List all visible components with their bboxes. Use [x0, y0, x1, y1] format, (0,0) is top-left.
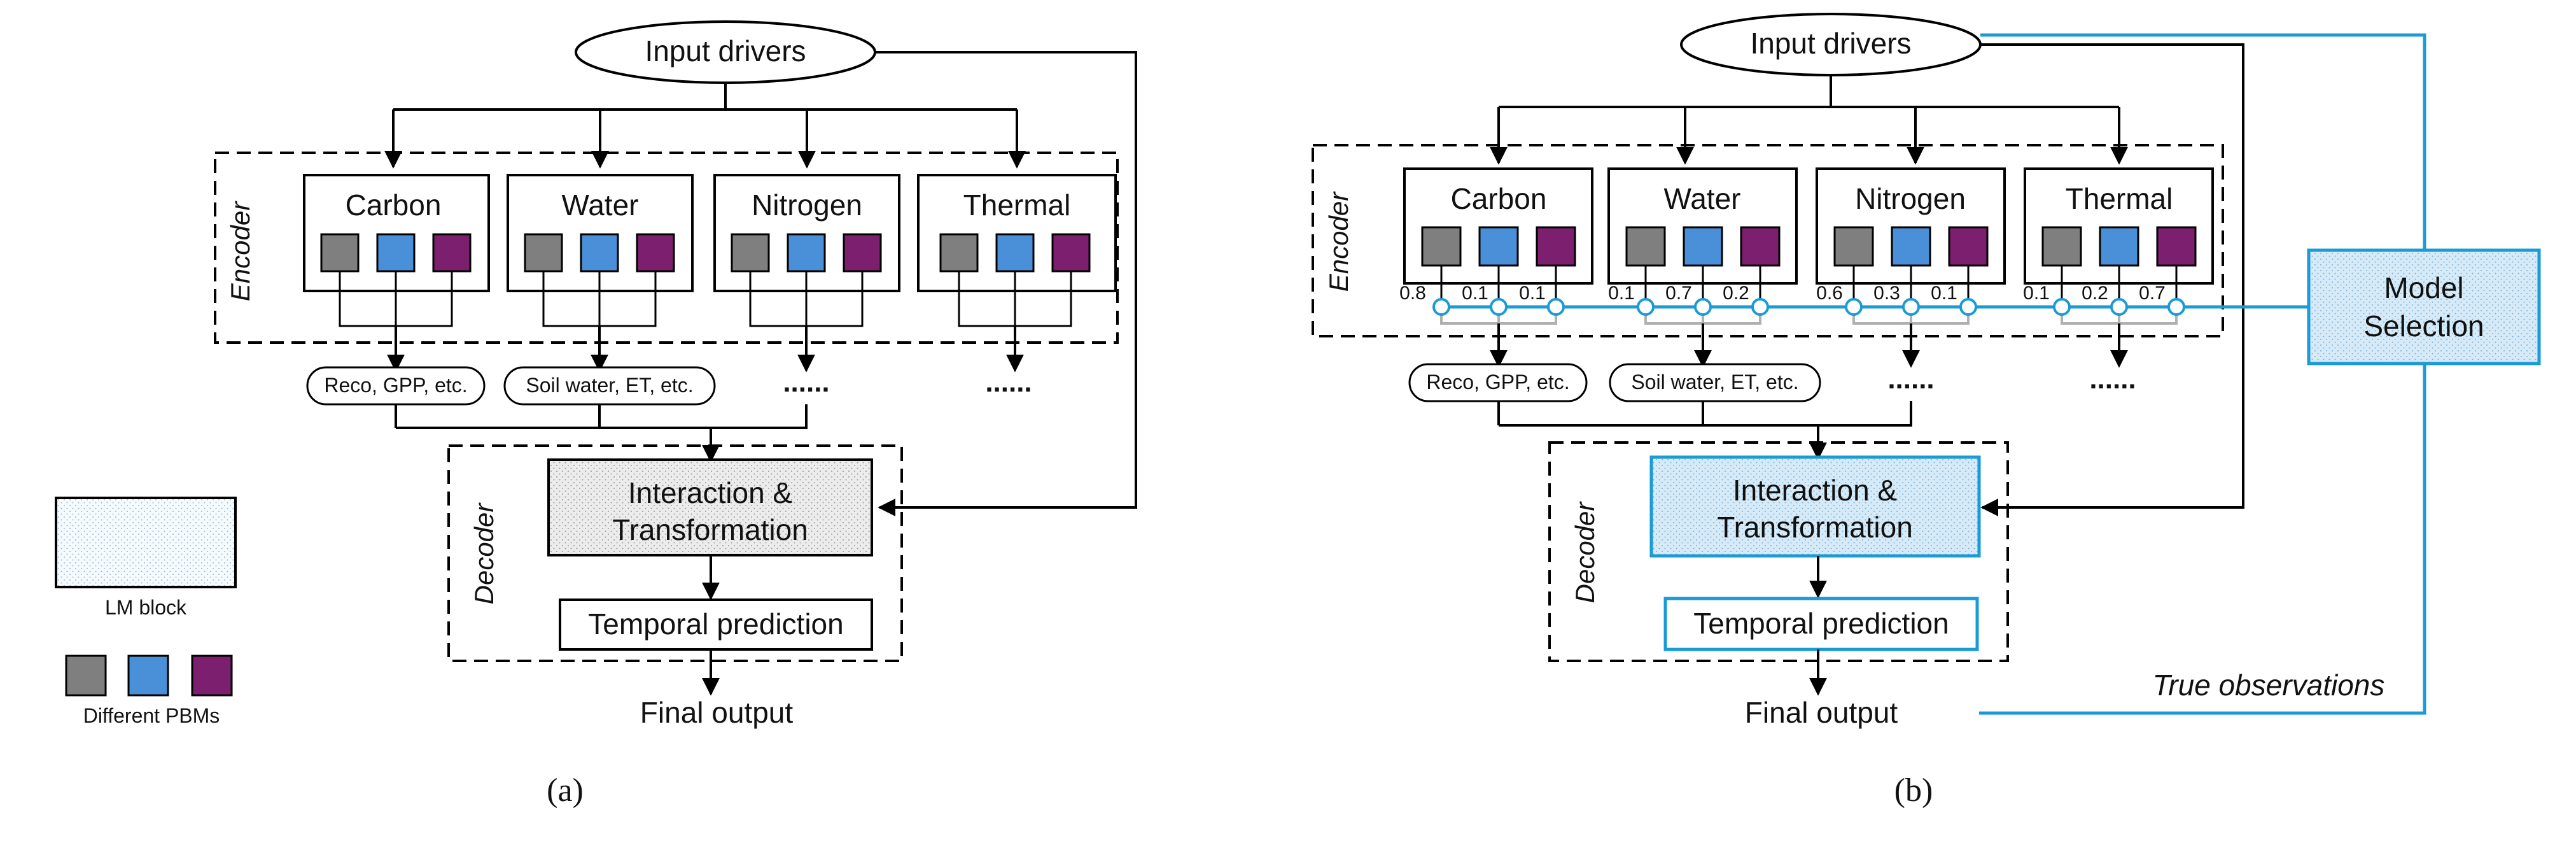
final-output-label-b: Final output: [1745, 696, 1898, 729]
output-thermal-ellipsis-b: ......: [2089, 364, 2136, 395]
weight: 0.2: [2082, 283, 2108, 304]
interaction-line2-b: Transformation: [1717, 511, 1913, 544]
panel-a: Input drivers Encoder Carbon Water Nitro…: [214, 20, 1137, 809]
weight: 0.3: [1873, 283, 1900, 304]
input-drivers-label-b: Input drivers: [1750, 27, 1911, 60]
module-water-label: Water: [562, 188, 639, 222]
weight: 0.7: [2139, 283, 2166, 304]
pbm-squares-nitrogen: [731, 233, 882, 273]
legend-pbm-gray: [65, 655, 107, 697]
encoder-label-b: Encoder: [1324, 191, 1354, 292]
weight: 0.1: [1519, 283, 1546, 304]
encoder-region-b: [1312, 144, 2224, 337]
pbm-squares-carbon: [320, 233, 472, 273]
panel-b: Input drivers Encoder Carbon Water Nitro…: [1312, 13, 2541, 809]
legend-lm-block-label: LM block: [105, 596, 187, 619]
pbm-squares-nitrogen-b: [1833, 226, 1989, 267]
model-selection-line1: Model: [2384, 271, 2463, 304]
interaction-line1-b: Interaction &: [1733, 474, 1897, 507]
weight: 0.1: [1931, 283, 1957, 304]
selection-weights: 0.8 0.1 0.1 0.1 0.7 0.2 0.6 0.3 0.1 0.1 …: [1399, 283, 2166, 304]
pbm-squares-thermal-b: [2041, 226, 2197, 267]
panel-b-label: (b): [1894, 772, 1933, 809]
module-nitrogen-label-b: Nitrogen: [1855, 182, 1966, 215]
weight: 0.7: [1665, 283, 1692, 304]
encoder-region: [214, 152, 1119, 344]
encoder-label: Encoder: [225, 201, 255, 301]
legend-lm-block-swatch: [55, 497, 237, 588]
pbm-squares-thermal: [939, 233, 1091, 273]
weight: 0.6: [1816, 283, 1843, 304]
model-selection-box: [2307, 248, 2541, 365]
weight: 0.1: [1608, 283, 1635, 304]
legend-pbm-purple: [191, 655, 233, 697]
legend-pbms-label: Different PBMs: [83, 704, 220, 727]
module-nitrogen-label: Nitrogen: [752, 188, 862, 222]
interaction-line2: Transformation: [612, 513, 808, 546]
output-water-b: [1609, 363, 1821, 402]
decoder-label-b: Decoder: [1570, 501, 1600, 604]
decoder-region: [447, 444, 903, 662]
output-carbon-label-b: Reco, GPP, etc.: [1426, 371, 1569, 393]
output-carbon-label: Reco, GPP, etc.: [324, 374, 467, 397]
module-carbon-label-b: Carbon: [1451, 182, 1547, 215]
pbm-squares-carbon-b: [1421, 226, 1576, 267]
weight: 0.2: [1723, 283, 1749, 304]
interaction-line1: Interaction &: [628, 476, 792, 509]
panel-a-label: (a): [547, 772, 584, 809]
weight: 0.1: [2023, 283, 2050, 304]
output-water: [503, 366, 716, 406]
output-water-label: Soil water, ET, etc.: [526, 374, 693, 397]
decoder-label: Decoder: [469, 502, 499, 605]
interaction-block: [547, 458, 873, 556]
output-nitrogen-ellipsis: ......: [783, 367, 829, 398]
module-thermal-label: Thermal: [963, 188, 1071, 222]
true-observations-label: True observations: [2153, 669, 2385, 702]
output-nitrogen-ellipsis-b: ......: [1887, 364, 1934, 395]
pbm-squares-water-b: [1625, 226, 1781, 267]
model-selection-line2: Selection: [2363, 309, 2484, 343]
temporal-prediction-box: [559, 599, 873, 651]
temporal-prediction-label: Temporal prediction: [588, 607, 843, 641]
legend: LM block Different PBMs: [55, 497, 237, 727]
temporal-prediction-box-b: [1663, 597, 1979, 651]
selection-nodes: [1432, 298, 2185, 316]
temporal-prediction-label-b: Temporal prediction: [1693, 607, 1949, 640]
decoder-region-b: [1548, 441, 2009, 662]
module-thermal-label-b: Thermal: [2066, 182, 2173, 215]
module-carbon-label: Carbon: [346, 188, 442, 222]
final-output-label: Final output: [640, 696, 794, 729]
weight: 0.1: [1462, 283, 1488, 304]
module-water-label-b: Water: [1664, 182, 1741, 215]
pbm-squares-water: [524, 233, 675, 273]
output-water-label-b: Soil water, ET, etc.: [1631, 371, 1798, 393]
output-thermal-ellipsis: ......: [985, 367, 1032, 398]
interaction-block-b: [1649, 455, 1981, 558]
weight: 0.8: [1399, 283, 1426, 304]
legend-pbm-blue: [127, 655, 169, 697]
input-drivers-label: Input drivers: [645, 34, 806, 67]
